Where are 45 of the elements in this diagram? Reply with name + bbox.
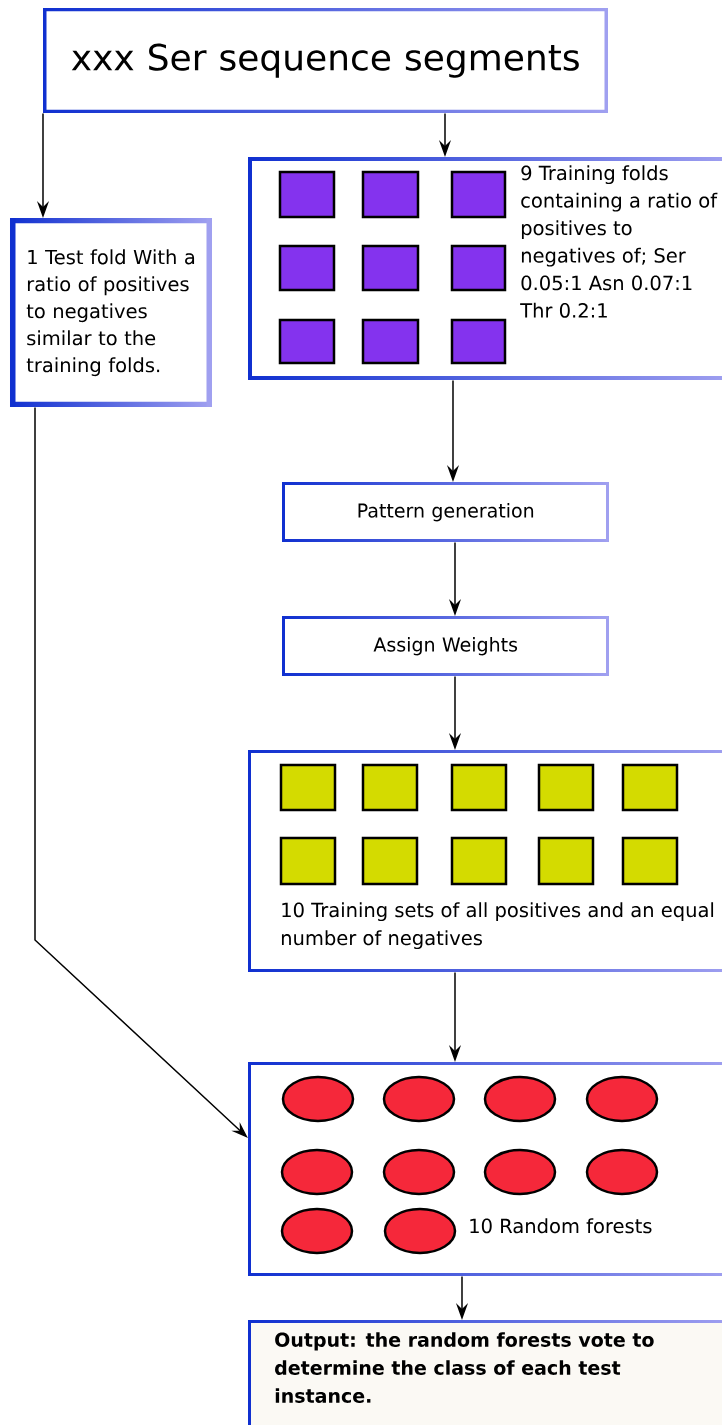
- training-set-square: [361, 763, 419, 812]
- forest-ellipse: [281, 1075, 355, 1123]
- fold-square: [361, 318, 420, 365]
- forest-ellipse: [383, 1207, 457, 1255]
- process-box: Assign Weights: [282, 616, 609, 676]
- node-label: 10 Training sets of all positives and an equal number of negatives: [281, 902, 714, 950]
- forest-ellipse: [585, 1148, 659, 1196]
- fold-square: [450, 318, 507, 365]
- training-set-square: [537, 763, 595, 812]
- process-box: 1 Test fold With a ratio of positives to negatives similar to the training folds.: [10, 218, 212, 407]
- training-set-square: [279, 763, 337, 812]
- forest-ellipse: [483, 1148, 557, 1196]
- forest-ellipse: [280, 1207, 354, 1255]
- arrow: [34, 406, 248, 1138]
- forest-ellipse: [585, 1075, 659, 1123]
- node-label: Pattern generation: [358, 503, 534, 522]
- process-box: 10 Random forests: [248, 1062, 722, 1276]
- process-box: 10 Training sets of all positives and an equal number of negatives: [248, 750, 722, 972]
- fold-square: [278, 170, 336, 219]
- fold-square: [361, 170, 420, 219]
- fold-square: [278, 318, 336, 365]
- training-set-square: [450, 763, 508, 812]
- node-label: 1 Test fold With a ratio of positives to negatives similar to the training folds.: [26, 249, 195, 377]
- node-label: 9 Training folds containing a ratio of positives to negatives of; Ser 0.05:1 Asn 0.07:1 Thr 0.2:1: [520, 165, 718, 318]
- output-box: Output: the random forests vote to determine the class of each test instance.: [248, 1320, 722, 1425]
- training-set-square: [621, 763, 679, 812]
- process-box: Pattern generation: [282, 482, 609, 542]
- fold-square: [361, 244, 420, 292]
- forest-ellipse: [382, 1148, 456, 1196]
- fold-square: [450, 170, 507, 219]
- title-box: xxx Ser sequence segments: [43, 8, 608, 113]
- training-set-square: [450, 836, 508, 886]
- process-box: 9 Training folds containing a ratio of positives to negatives of; Ser 0.05:1 Asn 0.07:1 Thr 0.2:1: [248, 157, 722, 380]
- fold-square: [450, 244, 507, 292]
- node-label: 10 Random forests: [470, 1218, 652, 1234]
- node-label: xxx Ser sequence segments: [71, 43, 579, 78]
- training-set-square: [361, 836, 419, 886]
- forest-ellipse: [483, 1075, 557, 1123]
- training-set-square: [621, 836, 679, 886]
- fold-square: [278, 244, 336, 292]
- node-label: Assign Weights: [373, 637, 518, 656]
- forest-ellipse: [382, 1075, 456, 1123]
- training-set-square: [537, 836, 595, 886]
- training-set-square: [279, 836, 337, 886]
- forest-ellipse: [280, 1148, 354, 1196]
